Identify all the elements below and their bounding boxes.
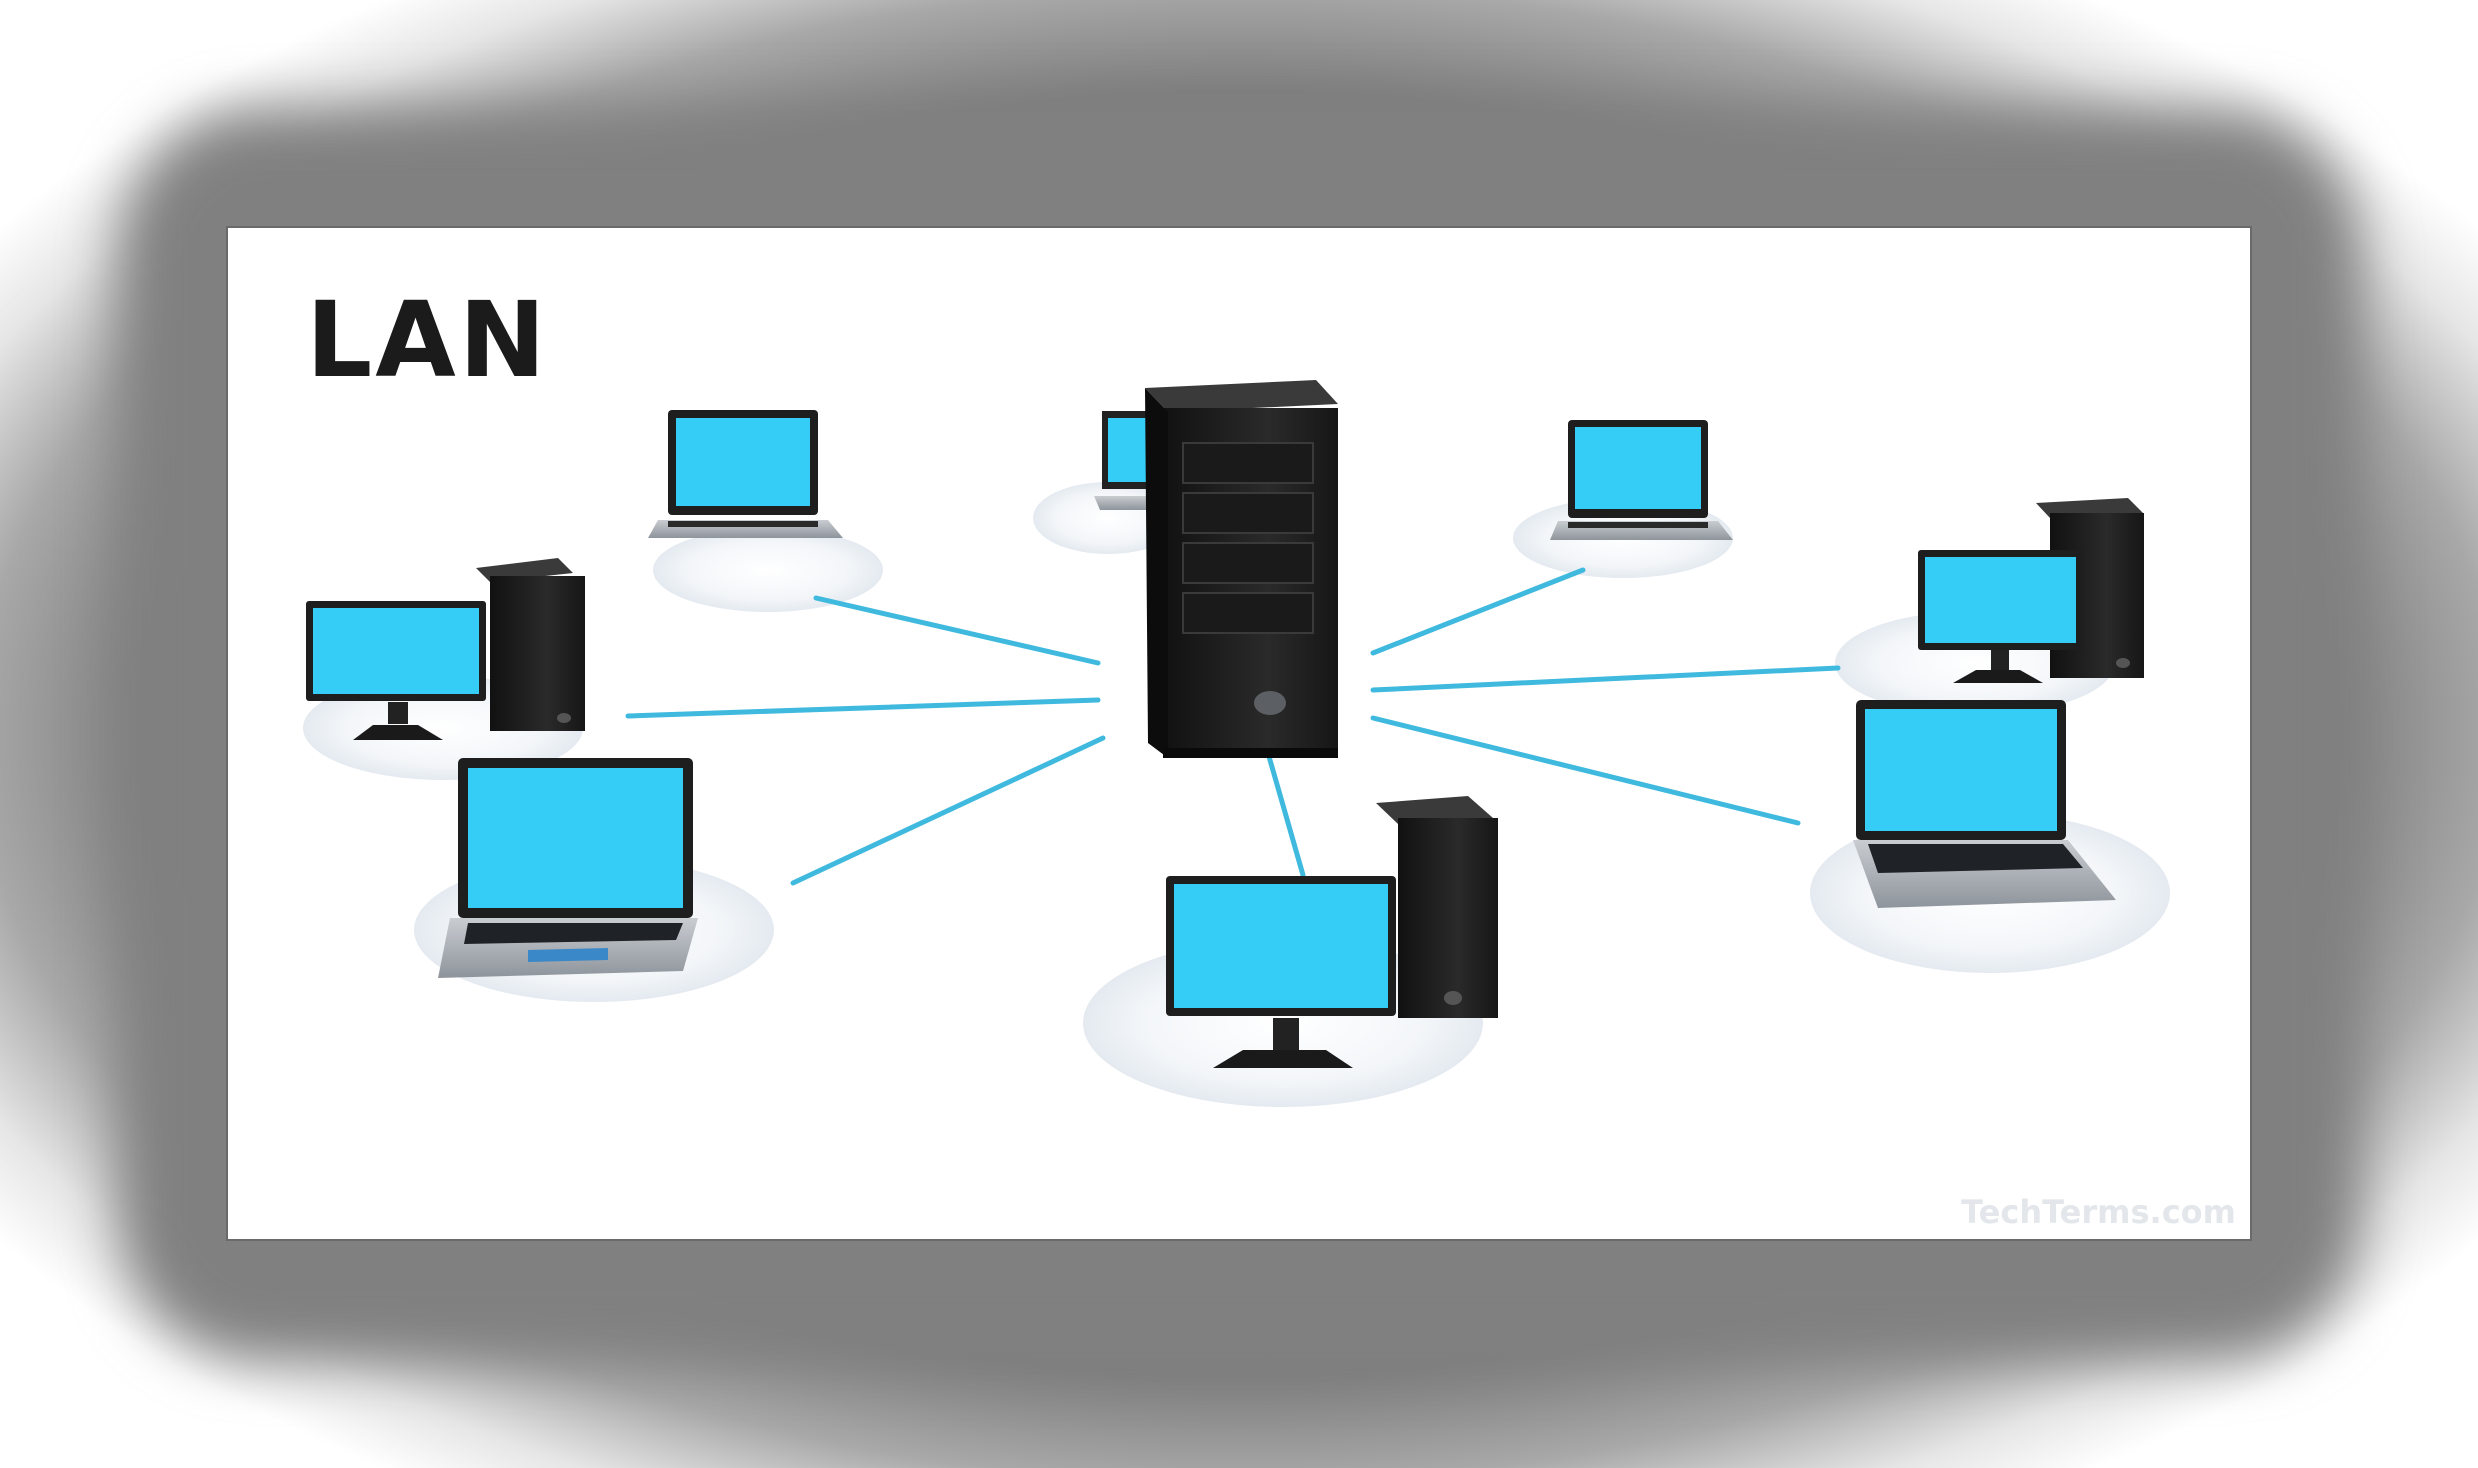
- cable-bottom-left-laptop: [790, 735, 1106, 886]
- cable-bottom-center-desktop: [1265, 750, 1306, 878]
- laptop-icon: [1550, 420, 1733, 540]
- cable-right-desktop: [1370, 665, 1841, 693]
- diagram-title: LAN: [306, 279, 549, 401]
- desktop-computer-icon: [1166, 796, 1498, 1068]
- cable-left-desktop: [625, 697, 1101, 719]
- laptop-icon: [438, 758, 698, 978]
- pad-top-left-laptop: [653, 528, 883, 612]
- network-cables: [625, 567, 1841, 886]
- laptop-icon: [1853, 700, 2116, 908]
- cable-bottom-right-laptop: [1370, 715, 1801, 826]
- cable-top-right-laptop: [1370, 567, 1586, 656]
- tower-server-icon: [1145, 380, 1338, 758]
- desktop-computer-icon: [1918, 498, 2144, 683]
- watermark-text: TechTerms.com: [1961, 1193, 2236, 1231]
- cable-top-left-laptop: [813, 595, 1101, 666]
- lan-diagram-panel: LAN TechTerms.com: [226, 226, 2252, 1241]
- laptop-icon: [648, 410, 843, 538]
- desktop-computer-icon: [306, 558, 585, 740]
- network-diagram: [303, 380, 2170, 1107]
